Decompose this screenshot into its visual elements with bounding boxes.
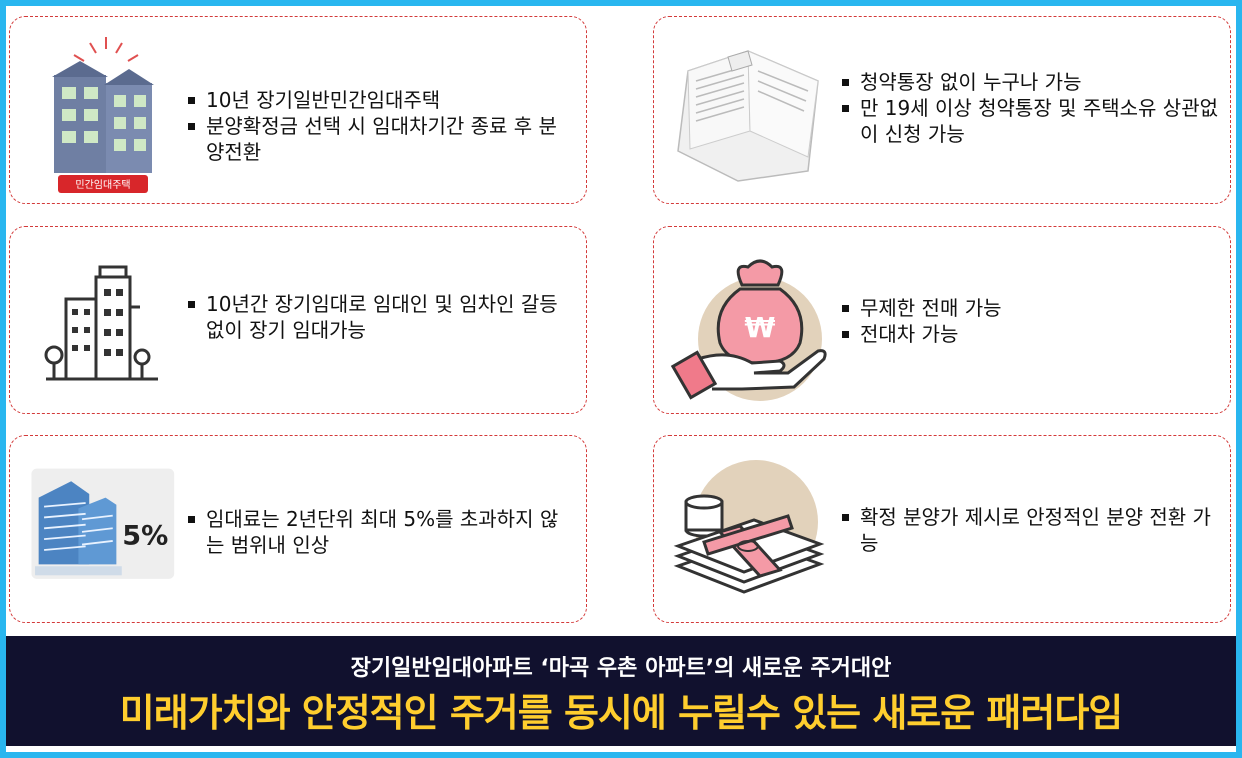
list-item: 확정 분양가 제시로 안정적인 분양 전환 가능 — [842, 504, 1222, 556]
feature-list: 확정 분양가 제시로 안정적인 분양 전환 가능 — [842, 504, 1222, 556]
badge-label: 민간임대주택 — [75, 178, 130, 191]
cash-stack-icon — [673, 460, 825, 594]
office-towers-5-percent-icon: 5% — [31, 468, 175, 579]
feature-card-rent-cap: 5% 임대료는 2년단위 최대 5%를 초과하지 않는 범위내 인상 — [9, 435, 587, 623]
banner-headline: 미래가치와 안정적인 주거를 동시에 누릴수 있는 새로운 패러다임 — [119, 691, 1124, 735]
private-rental-building-icon: 민간임대주택 — [52, 37, 154, 193]
feature-card-long-term: 10년간 장기임대로 임대인 및 임차인 갈등 없이 장기 임대가능 — [9, 226, 587, 414]
percent-badge: 5% — [122, 521, 168, 552]
feature-card-resale: ₩ 무제한 전매 가능 전대차 가능 — [653, 226, 1231, 414]
list-item: 전대차 가능 — [842, 321, 1222, 347]
feature-card-bankbook: 청약통장 없이 누구나 가능 만 19세 이상 청약통장 및 주택소유 상관없이… — [653, 16, 1231, 204]
bottom-banner: 장기일반임대아파트 ‘마곡 우촌 아파트’의 새로운 주거대안 미래가치와 안정… — [6, 636, 1236, 746]
feature-list: 10년 장기일반민간임대주택 분양확정금 선택 시 임대차기간 종료 후 분양전… — [188, 87, 568, 165]
feature-card-fixed-price: 확정 분양가 제시로 안정적인 분양 전환 가능 — [653, 435, 1231, 623]
list-item: 무제한 전매 가능 — [842, 295, 1222, 321]
feature-list: 임대료는 2년단위 최대 5%를 초과하지 않는 범위내 인상 — [188, 506, 568, 558]
feature-list: 청약통장 없이 누구나 가능 만 19세 이상 청약통장 및 주택소유 상관없이… — [842, 69, 1222, 147]
banner-subtitle: 장기일반임대아파트 ‘마곡 우촌 아파트’의 새로운 주거대안 — [350, 656, 892, 681]
bankbook-icon — [677, 50, 819, 182]
list-item: 10년간 장기임대로 임대인 및 임차인 갈등 없이 장기 임대가능 — [188, 291, 568, 343]
feature-list: 10년간 장기임대로 임대인 및 임차인 갈등 없이 장기 임대가능 — [188, 291, 568, 343]
svg-text:₩: ₩ — [745, 311, 776, 344]
list-item: 분양확정금 선택 시 임대차기간 종료 후 분양전환 — [188, 113, 568, 165]
money-bag-hand-icon: ₩ — [670, 259, 827, 401]
list-item: 10년 장기일반민간임대주택 — [188, 87, 568, 113]
feature-card-private-rental: 민간임대주택 10년 장기일반민간임대주택 분양확정금 선택 시 임대차기간 종… — [9, 16, 587, 204]
list-item: 임대료는 2년단위 최대 5%를 초과하지 않는 범위내 인상 — [188, 506, 568, 558]
apartment-buildings-icon — [44, 265, 158, 381]
feature-list: 무제한 전매 가능 전대차 가능 — [842, 295, 1222, 347]
list-item: 만 19세 이상 청약통장 및 주택소유 상관없이 신청 가능 — [842, 95, 1222, 147]
list-item: 청약통장 없이 누구나 가능 — [842, 69, 1222, 95]
